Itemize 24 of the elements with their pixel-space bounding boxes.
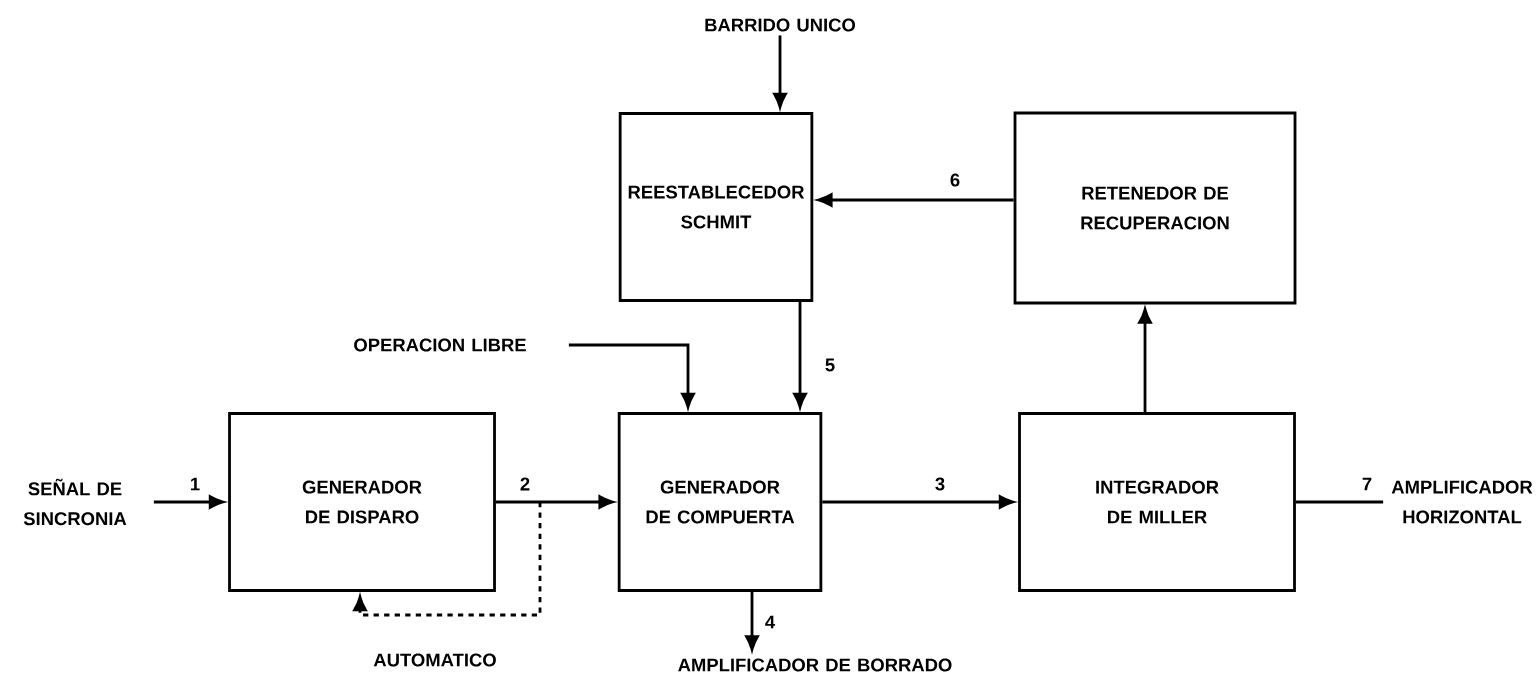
connector-arrow <box>773 35 787 109</box>
edge-label: 2 <box>518 475 532 493</box>
connector-arrow <box>353 502 542 617</box>
connector-arrow <box>153 495 225 509</box>
edge-label: AUTOMATICO <box>371 651 499 669</box>
process-box: REESTABLECEDOR SCHMIT <box>618 112 814 302</box>
process-box: GENERADOR DE COMPUERTA <box>617 412 823 592</box>
edge-label: 3 <box>933 475 947 493</box>
process-box: INTEGRADOR DE MILLER <box>1018 412 1296 592</box>
process-box: GENERADOR DE DISPARO <box>228 412 496 592</box>
signal-label: SEÑAL DE SINCRONIA <box>23 478 127 526</box>
edge-label: 6 <box>948 171 962 189</box>
process-box: RETENEDOR DE RECUPERACION <box>1013 111 1297 305</box>
edge-label: 7 <box>1360 475 1374 493</box>
edge-label: 4 <box>763 613 777 631</box>
connector-arrow <box>793 301 807 409</box>
signal-label: OPERACION LIBRE <box>354 338 526 352</box>
signal-label: BARRIDO UNICO <box>705 18 856 32</box>
connector-arrow <box>822 495 1015 509</box>
signal-label: AMPLIFICADOR HORIZONTAL <box>1391 480 1533 524</box>
signal-label: AMPLIFICADOR DE BORRADO <box>678 658 952 672</box>
edge-label: 5 <box>823 356 837 374</box>
edge-label: 1 <box>188 475 202 493</box>
connector-arrow <box>568 343 695 409</box>
